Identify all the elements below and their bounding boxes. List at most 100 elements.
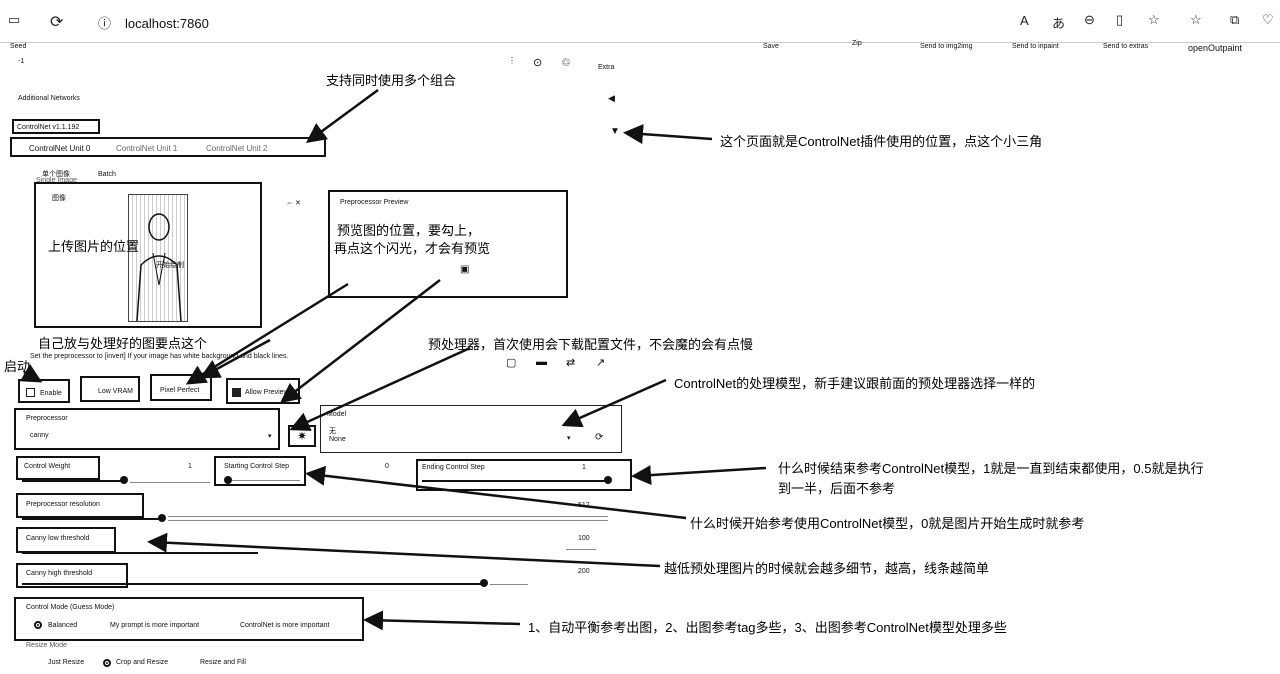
more-icon[interactable]: ♡: [1262, 12, 1274, 27]
canny-high-handle[interactable]: [480, 579, 488, 587]
open-outpaint-button[interactable]: openOutpaint: [1188, 43, 1243, 53]
send-inpaint-button[interactable]: Send to inpaint: [1012, 43, 1059, 50]
annotation-control-mode: 1、自动平衡参考出图，2、出图参考tag多些，3、出图参考ControlNet模…: [528, 620, 1007, 635]
ending-step-value[interactable]: 1: [582, 464, 586, 471]
control-weight-handle[interactable]: [120, 476, 128, 484]
control-mode-label: Control Mode (Guess Mode): [26, 604, 115, 611]
preprocessor-dropdown[interactable]: Preprocessor canny ▾: [14, 408, 280, 450]
zip-button[interactable]: Zip: [852, 40, 862, 47]
allow-preview-label: Allow Preview: [245, 389, 289, 396]
preproc-res-track[interactable]: [22, 518, 162, 520]
annotation-start-step: 什么时候开始参考使用ControlNet模型，0就是图片开始生成时就参考: [690, 516, 1085, 531]
send-img2img-button[interactable]: Send to img2img: [920, 43, 973, 50]
uploaded-photo: [128, 194, 188, 322]
expand-triangle-icon[interactable]: ▼: [610, 126, 620, 137]
control-weight-value[interactable]: 1: [188, 463, 192, 470]
favorites-icon[interactable]: ☆: [1190, 12, 1202, 27]
ending-step-slider[interactable]: Ending Control Step 1: [416, 459, 632, 491]
crop-resize-label: Crop and Resize: [116, 659, 169, 666]
canny-high-track[interactable]: [22, 583, 482, 585]
prompt-important-label[interactable]: My prompt is more important: [110, 622, 200, 629]
image-tools-icon[interactable]: ⇔ ✕: [286, 200, 301, 207]
starting-step-track: [232, 480, 300, 481]
resize-fill-option[interactable]: Resize and Fill: [200, 659, 246, 666]
refresh-icon[interactable]: ⟳: [50, 14, 64, 31]
annotation-end-step: 什么时候结束参考ControlNet模型，1就是一直到结束都使用，0.5就是执行: [778, 461, 1204, 476]
tab-single-image[interactable]: 单个图像: [42, 171, 70, 178]
preproc-res-handle[interactable]: [158, 514, 166, 522]
pixel-perfect-label: Pixel Perfect: [160, 387, 200, 394]
model-dropdown[interactable]: Model 无 None ▾ ⟳: [320, 405, 622, 453]
annotation-self-processed: 自己放与处理好的图要点这个: [38, 336, 208, 351]
preproc-res-label: Preprocessor resolution: [26, 501, 100, 508]
zoom-out-icon[interactable]: ⊖: [1084, 12, 1095, 27]
tab-unit-0[interactable]: ControlNet Unit 0: [29, 144, 91, 153]
single-image-sublabel: Single Image: [36, 177, 77, 184]
tab-unit-1[interactable]: ControlNet Unit 1: [116, 144, 178, 153]
controlnet-header[interactable]: ControlNet v1.1.192: [12, 119, 100, 134]
control-weight-track-rest: [130, 482, 210, 483]
ending-step-track[interactable]: [422, 480, 608, 482]
tab-batch[interactable]: Batch: [98, 171, 116, 178]
canny-high-track-rest: [490, 584, 528, 585]
recycle-icon[interactable]: ♲: [561, 57, 571, 69]
enable-checkbox[interactable]: Enable: [18, 379, 70, 403]
starting-step-slider[interactable]: Starting Control Step: [214, 456, 306, 486]
controlnet-important-label[interactable]: ControlNet is more important: [240, 622, 330, 629]
read-aloud-icon[interactable]: A: [1020, 13, 1029, 28]
dots-icon[interactable]: ⋮: [508, 56, 516, 65]
pixel-perfect-checkbox[interactable]: Pixel Perfect: [150, 374, 212, 401]
send-dimensions-icon[interactable]: ↗: [596, 357, 606, 369]
starting-step-value[interactable]: 0: [385, 463, 389, 470]
translate-icon[interactable]: あ: [1052, 16, 1066, 31]
model-value: None: [329, 436, 346, 443]
swap-icon[interactable]: ⇄: [566, 357, 576, 369]
info-icon[interactable]: ⓘ: [98, 16, 112, 31]
enable-check[interactable]: [26, 388, 35, 397]
radio-crop-resize[interactable]: [103, 659, 111, 667]
reading-view-icon[interactable]: ▯: [1116, 12, 1124, 27]
starting-step-handle[interactable]: [224, 476, 232, 484]
address-bar[interactable]: localhost:7860: [125, 16, 209, 31]
control-weight-label: Control Weight: [24, 463, 71, 470]
control-weight-label-box: Control Weight: [16, 456, 100, 480]
chevron-down-icon: ▾: [567, 435, 571, 442]
preprocessor-value: canny: [30, 432, 49, 439]
refresh-models-icon[interactable]: ⟳: [595, 432, 604, 443]
radio-balanced[interactable]: [34, 621, 42, 629]
tab-unit-2[interactable]: ControlNet Unit 2: [206, 144, 268, 153]
save-button[interactable]: Save: [763, 43, 779, 50]
dice-icon[interactable]: ⊙: [533, 57, 543, 69]
annotation-upload: 上传图片的位置: [48, 239, 140, 254]
image-upload-area[interactable]: 图像 开始绘制: [34, 182, 262, 328]
send-extras-button[interactable]: Send to extras: [1103, 43, 1149, 50]
annotation-triangle: 这个页面就是ControlNet插件使用的位置，点这个小三角: [720, 134, 1043, 149]
tab-icon[interactable]: ▭: [8, 12, 21, 27]
low-vram-checkbox[interactable]: Low VRAM: [80, 376, 140, 402]
canny-low-track[interactable]: [22, 552, 258, 554]
extra-checkbox[interactable]: Extra: [598, 64, 615, 71]
ending-step-handle[interactable]: [604, 476, 612, 484]
resize-mode-label: Resize Mode: [26, 642, 67, 649]
collapse-left-icon[interactable]: ◀: [608, 93, 615, 103]
annotation-multi-combo: 支持同时使用多个组合: [326, 73, 457, 88]
favorite-icon[interactable]: ☆: [1148, 12, 1160, 27]
additional-networks-accordion[interactable]: Additional Networks: [18, 95, 80, 102]
just-resize-option[interactable]: Just Resize: [48, 659, 85, 666]
sparkle-icon: ✷: [297, 429, 308, 443]
annotation-preview: 预览图的位置，要勾上，: [337, 223, 481, 238]
preproc-res-track-rest2: [168, 520, 608, 521]
canny-high-value[interactable]: 200: [578, 568, 590, 575]
allow-preview-check[interactable]: [232, 388, 241, 397]
canny-low-dash: [566, 549, 596, 550]
canny-low-value[interactable]: 100: [578, 535, 590, 542]
canny-high-label: Canny high threshold: [26, 570, 93, 577]
canny-low-label: Canny low threshold: [26, 535, 90, 542]
collections-icon[interactable]: ⧉: [1230, 12, 1240, 27]
preproc-res-track-rest: [168, 516, 608, 517]
webcam-icon[interactable]: ▬: [536, 356, 547, 368]
seed-input[interactable]: -1: [18, 58, 25, 65]
new-canvas-icon[interactable]: ▢: [506, 357, 517, 369]
control-weight-track[interactable]: [22, 480, 122, 482]
annotation-threshold: 越低预处理图片的时候就会越多细节，越高，线条越简单: [664, 561, 990, 576]
